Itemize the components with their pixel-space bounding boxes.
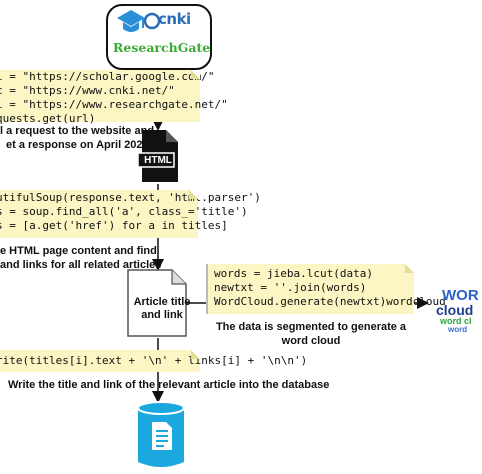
html-document-icon xyxy=(137,130,178,182)
code-line: words = jieba.lcut(data) xyxy=(214,267,373,280)
database-icon xyxy=(137,401,185,467)
graduation-cap-icon xyxy=(117,10,145,32)
caption-line: e HTML page content and find xyxy=(0,245,157,257)
request-code-note: l = "https://scholar.google.com/"c = "ht… xyxy=(0,70,228,125)
segment-code-note: words = jieba.lcut(data)newtxt = ''.join… xyxy=(206,264,446,314)
note-fold xyxy=(189,190,198,199)
word-cloud-word: word xyxy=(448,325,468,334)
cnki-logo-mark-icon xyxy=(143,12,161,30)
code-line: utifulSoup(response.text, 'html.parser') xyxy=(0,191,261,204)
note-fold xyxy=(191,70,200,79)
word-cloud-word: WOR xyxy=(442,287,479,304)
code-line: l = "https://scholar.google.com/" xyxy=(0,70,215,83)
request-caption: l a request to the website and et a resp… xyxy=(0,124,154,152)
html-label: HTML xyxy=(144,155,172,166)
caption-line: and links for all related articles xyxy=(0,259,162,271)
code-line: s = [a.get('href') for a in titles] xyxy=(0,219,228,232)
note-fold xyxy=(405,264,414,273)
code-line: WordCloud.generate(newtxt)wordcloud xyxy=(214,295,446,308)
caption-line: et a response on April 2022 xyxy=(6,139,149,151)
cnki-logo-text: cnki xyxy=(158,10,191,28)
parse-code-note: utifulSoup(response.text, 'html.parser')… xyxy=(0,190,261,238)
note-fold xyxy=(191,350,200,359)
word-cloud-word: cloud xyxy=(436,302,474,318)
article-document-icon xyxy=(127,269,187,337)
word-cloud-word: word cl xyxy=(440,316,472,326)
code-line: s = soup.find_all('a', class_='title') xyxy=(0,205,248,218)
code-line: rite(titles[i].text + '\n' + links[i] + … xyxy=(0,354,308,367)
caption-line: l a request to the website and xyxy=(0,125,155,137)
parse-caption: e HTML page content and find and links f… xyxy=(0,244,161,272)
code-line: l = "https://www.researchgate.net/" xyxy=(0,98,228,111)
code-line: c = "https://www.cnki.net/" xyxy=(0,84,175,97)
researchgate-logo-text: ResearchGate xyxy=(113,40,211,55)
segment-caption: The data is segmented to generate a word… xyxy=(215,321,407,347)
write-code-note: rite(titles[i].text + '\n' + links[i] + … xyxy=(0,350,308,372)
code-line: newtxt = ''.join(words) xyxy=(214,281,367,294)
write-caption: Write the title and link of the relevant… xyxy=(8,379,330,391)
code-line: quests.get(url) xyxy=(0,112,96,125)
article-label: Article title and link xyxy=(133,296,191,321)
